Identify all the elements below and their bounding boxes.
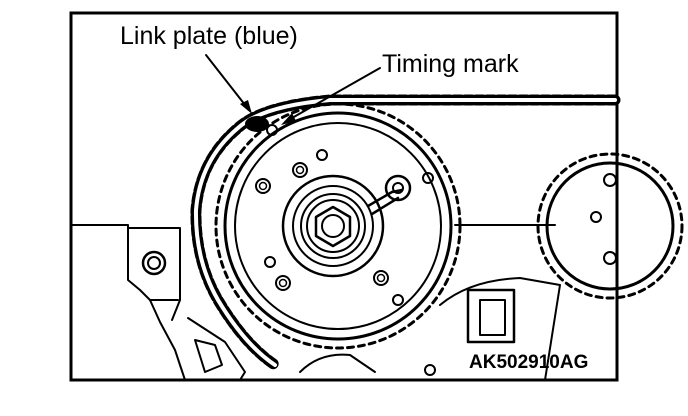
hub-ring-2 [300, 193, 366, 259]
hub-outer [281, 174, 385, 278]
pin-inner [392, 182, 404, 194]
second-sprocket-hole [590, 211, 602, 223]
figure-border [69, 11, 619, 382]
pin-arm [366, 188, 404, 216]
second-sprocket-teeth [536, 152, 684, 300]
pin-outer [384, 174, 412, 202]
second-sprocket-hole [603, 173, 617, 187]
link-plate-arrowhead [240, 100, 252, 114]
sprocket-hole [392, 294, 404, 306]
sprocket-hole [316, 149, 328, 161]
sprocket-hole [295, 165, 305, 175]
lower-arc [299, 353, 376, 373]
sprocket-hole [422, 172, 434, 184]
block-bolt-inner [147, 256, 161, 270]
timing-mark-leader [284, 67, 381, 123]
sprocket-hole [264, 256, 276, 268]
link-plate-label: Link plate (blue) [120, 22, 298, 50]
timing-chain-top-core [193, 98, 617, 367]
cover-window [466, 288, 516, 344]
hub-bolt-hex [314, 205, 352, 248]
engine-block-outline [70, 224, 186, 381]
link-plate-marker [245, 116, 269, 132]
hub-ring-3 [306, 199, 360, 253]
second-sprocket-hole [603, 251, 617, 265]
lower-bracket [187, 317, 246, 381]
timing-mark-dot [266, 124, 278, 136]
sprocket-hole [278, 278, 288, 288]
sprocket-face [234, 122, 442, 330]
timing-chain-top [190, 94, 621, 371]
sprocket-hole [275, 275, 291, 291]
sprocket-hole [376, 273, 386, 283]
cover-window-inner [479, 299, 506, 336]
sprocket-hole [258, 181, 268, 191]
block-bolt-outer [141, 250, 167, 276]
sprocket-hole [292, 162, 308, 178]
hub-ring-1 [292, 185, 374, 267]
sprocket-hole [255, 178, 271, 194]
timing-mark-arrowhead [281, 113, 296, 125]
sprocket-hole [373, 270, 389, 286]
figure-code-label: AK502910AG [469, 352, 589, 373]
cover-curve [439, 277, 561, 381]
sprocket-rim [223, 111, 453, 341]
engine-block-inner [127, 227, 181, 321]
second-sprocket-rim [545, 161, 675, 291]
hub-bolt-center [321, 214, 345, 238]
sprocket-teeth [214, 102, 462, 350]
timing-mark-label: Timing mark [382, 50, 519, 78]
small-symbol [424, 364, 436, 376]
link-plate-leader [205, 54, 250, 111]
